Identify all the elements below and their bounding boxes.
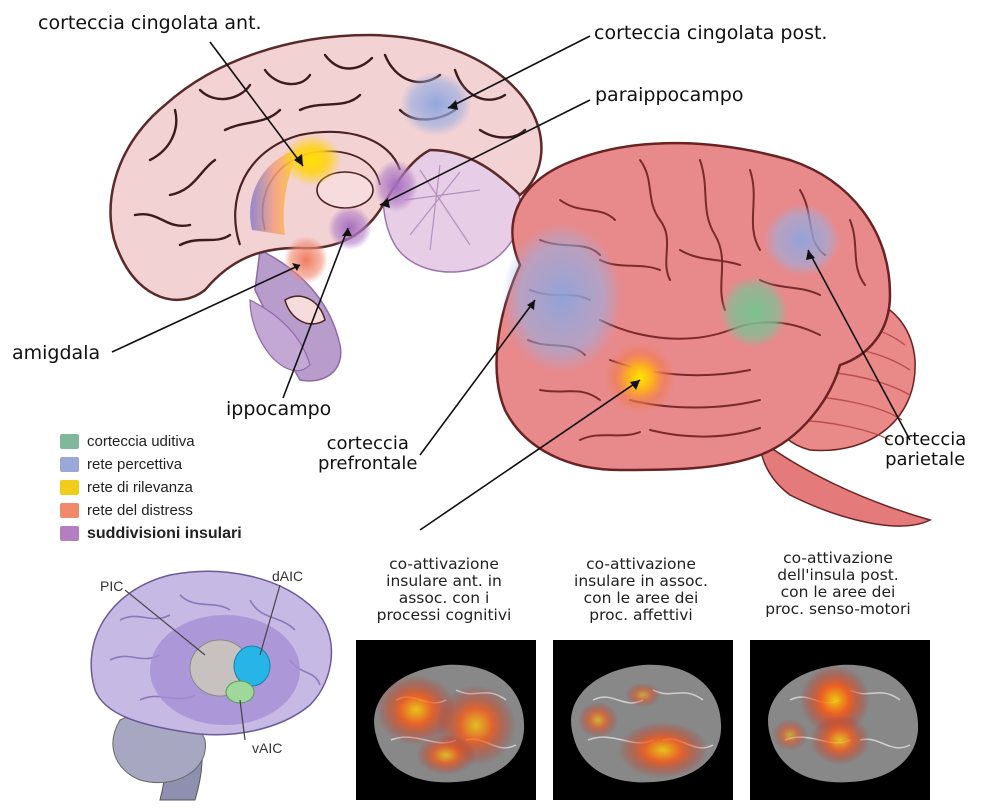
label-parahippocampus: paraippocampo bbox=[595, 84, 743, 106]
fmri-panel-affective bbox=[553, 640, 733, 800]
legend-item-insular: suddivisioni insulari bbox=[60, 522, 242, 545]
label-vaic: vAIC bbox=[252, 740, 282, 756]
legend-label: rete del distress bbox=[87, 502, 193, 519]
legend-label: rete di rilevanza bbox=[87, 479, 193, 496]
legend-label: rete percettiva bbox=[87, 456, 182, 473]
label-prefrontal: corteccia prefrontale bbox=[318, 434, 417, 474]
pcc-blue-spot bbox=[400, 72, 472, 136]
daic-region bbox=[234, 646, 270, 686]
parietal-blue-spot bbox=[764, 204, 840, 276]
label-daic: dAIC bbox=[272, 568, 303, 584]
insula-brain bbox=[91, 571, 331, 800]
label-parietal: corteccia parietale bbox=[884, 430, 966, 470]
label-acc: corteccia cingolata ant. bbox=[38, 12, 262, 34]
label-pcc: corteccia cingolata post. bbox=[594, 22, 827, 44]
legend-swatch bbox=[60, 434, 79, 449]
legend-swatch bbox=[60, 503, 79, 518]
fmri-panel-cognitive bbox=[356, 640, 536, 800]
legend-label: suddivisioni insulari bbox=[87, 525, 242, 543]
legend-swatch bbox=[60, 457, 79, 472]
sagittal-brain bbox=[110, 35, 541, 381]
label-hippocampus: ippocampo bbox=[226, 398, 331, 420]
legend-item-distress: rete del distress bbox=[60, 499, 242, 522]
salience-yellow-spot bbox=[604, 342, 676, 414]
hippo-purple-spot bbox=[328, 206, 372, 250]
amygdala-orange-spot bbox=[284, 236, 328, 284]
legend-item-auditory: corteccia uditiva bbox=[60, 430, 242, 453]
caption-affective: co-attivazione insulare in assoc. con le… bbox=[546, 556, 736, 624]
legend-swatch bbox=[60, 526, 79, 541]
label-pic: PIC bbox=[100, 578, 123, 594]
legend-item-perceptive: rete percettiva bbox=[60, 453, 242, 476]
vaic-region bbox=[226, 681, 254, 703]
caption-sensorimotor: co-attivazione dell'insula post. con le … bbox=[743, 550, 933, 618]
legend-item-salience: rete di rilevanza bbox=[60, 476, 242, 499]
label-amygdala: amigdala bbox=[12, 342, 100, 364]
lateral-brain bbox=[497, 143, 930, 526]
legend-swatch bbox=[60, 480, 79, 495]
caption-cognitive: co-attivazione insulare ant. in assoc. c… bbox=[349, 556, 539, 624]
fmri-panel-sensorimotor bbox=[750, 640, 930, 800]
prefrontal-blue-spot bbox=[502, 223, 622, 373]
legend-label: corteccia uditiva bbox=[87, 433, 195, 450]
auditory-green-spot bbox=[720, 276, 788, 348]
acc-yellow-spot bbox=[282, 134, 342, 186]
legend: corteccia uditiva rete percettiva rete d… bbox=[60, 430, 242, 545]
